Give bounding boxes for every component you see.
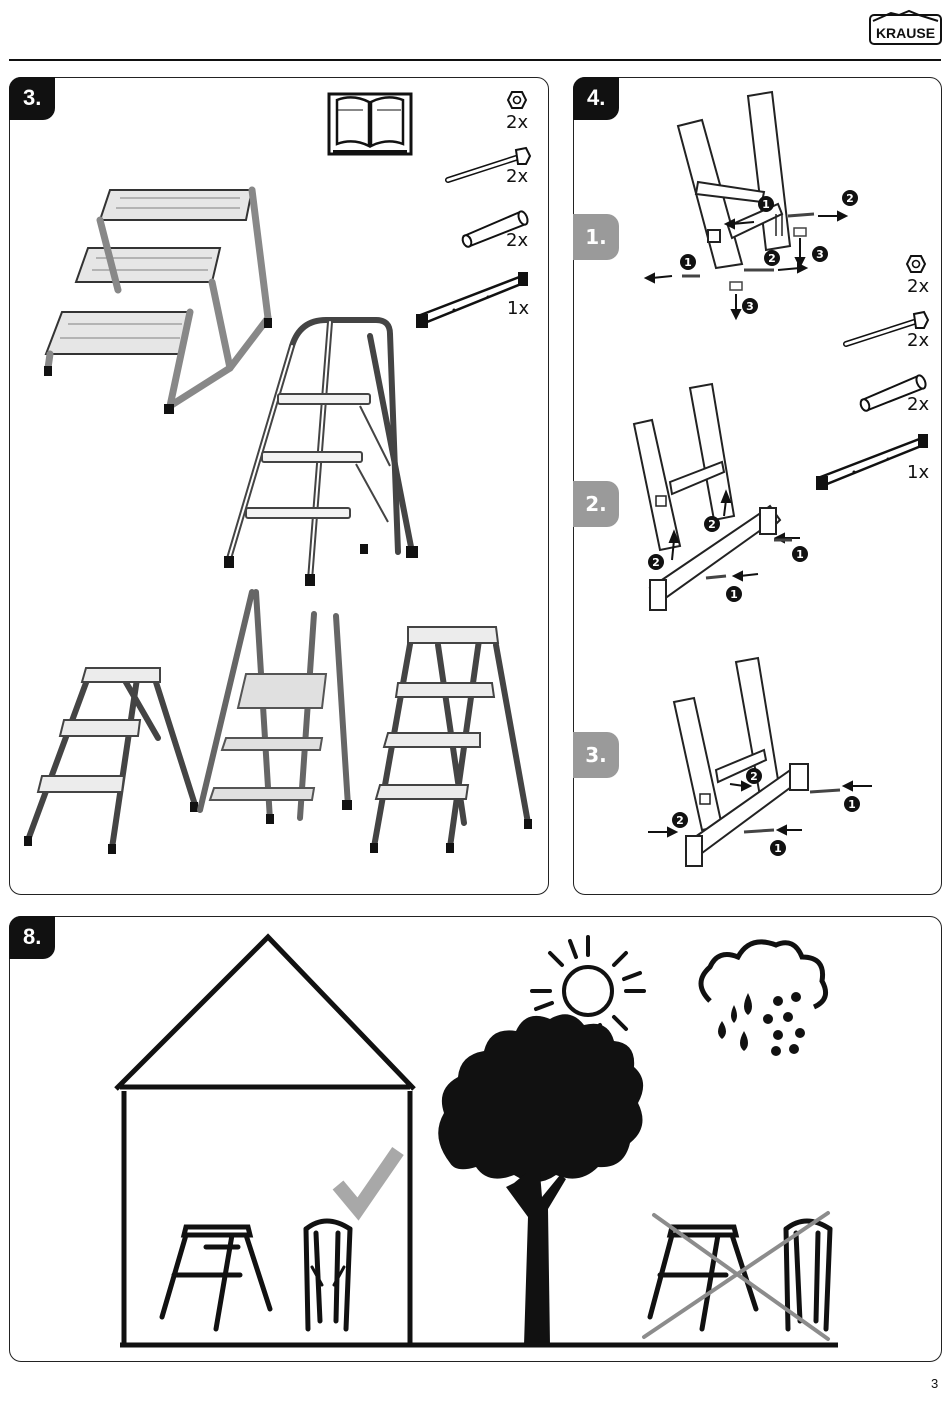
folded-ladder-icon xyxy=(783,1218,833,1332)
crossbar-icon xyxy=(816,434,928,490)
four-step-double-ladder-illustration xyxy=(370,626,532,853)
page-number: 3 xyxy=(931,1376,939,1391)
step-stool-icon xyxy=(159,1224,273,1332)
part-qty: 2x xyxy=(907,330,930,351)
svg-text:2: 2 xyxy=(768,252,776,265)
part-qty: 1x xyxy=(907,462,930,483)
step-badge: 3. xyxy=(9,77,56,120)
svg-text:2: 2 xyxy=(676,814,684,827)
folding-step-ladder-illustration xyxy=(224,317,418,586)
part-qty: 2x xyxy=(506,230,529,251)
svg-text:2: 2 xyxy=(652,556,660,569)
double-sided-step-stool-illustration xyxy=(24,667,199,854)
step-8-panel: 8. xyxy=(9,916,942,1362)
substep-3-assembled-illustration: 2 2 1 1 xyxy=(648,656,872,867)
bolt-icon xyxy=(843,310,930,347)
tree-icon xyxy=(438,1014,644,1345)
substep-badge: 1. xyxy=(573,214,619,260)
rain-cloud-icon xyxy=(698,939,829,1056)
tube-icon xyxy=(859,374,927,412)
svg-text:1: 1 xyxy=(730,588,738,601)
part-qty: 2x xyxy=(907,394,930,415)
nut-icon xyxy=(506,91,528,109)
svg-text:2: 2 xyxy=(846,192,854,205)
svg-text:1: 1 xyxy=(848,798,856,811)
logo-text: KRAUSE xyxy=(876,25,935,41)
substep-badge: 2. xyxy=(573,481,619,527)
step-badge: 4. xyxy=(573,77,620,120)
step-stool-platform-illustration xyxy=(44,186,272,414)
part-qty: 2x xyxy=(907,276,930,297)
part-qty: 2x xyxy=(506,112,529,133)
tube-icon xyxy=(461,210,529,248)
check-icon xyxy=(332,1147,404,1221)
nut-icon xyxy=(905,255,927,273)
svg-text:2: 2 xyxy=(708,518,716,531)
storage-scene-illustration xyxy=(114,933,838,1348)
svg-text:3: 3 xyxy=(816,248,824,261)
substep-2-crossbar-illustration: 2 2 1 1 xyxy=(632,382,808,611)
step-3-panel: 3. 2x 2x 2x 1x xyxy=(9,77,549,895)
substep-badge: 3. xyxy=(573,732,619,778)
svg-text:2: 2 xyxy=(750,770,758,783)
step-4-panel: 4. 1. 2. 3. 1 2 1 xyxy=(573,77,942,895)
part-qty: 1x xyxy=(507,298,530,319)
crossbar-icon xyxy=(416,272,528,328)
folded-ladder-icon xyxy=(303,1218,353,1332)
svg-text:1: 1 xyxy=(684,256,692,269)
header-divider xyxy=(9,59,941,61)
krause-logo: KRAUSE xyxy=(869,9,942,45)
slim-step-ladder-illustration xyxy=(197,589,352,824)
step-badge: 8. xyxy=(9,916,56,959)
svg-text:1: 1 xyxy=(796,548,804,561)
svg-text:3: 3 xyxy=(746,300,754,313)
open-book-icon xyxy=(327,92,413,156)
house-icon xyxy=(114,933,838,1348)
part-qty: 2x xyxy=(506,166,529,187)
svg-text:1: 1 xyxy=(774,842,782,855)
bolt-icon xyxy=(445,146,532,183)
svg-text:1: 1 xyxy=(762,198,770,211)
cross-icon xyxy=(642,1211,830,1341)
substep-1-disassembly-illustration: 1 2 1 2 3 3 xyxy=(643,90,858,321)
